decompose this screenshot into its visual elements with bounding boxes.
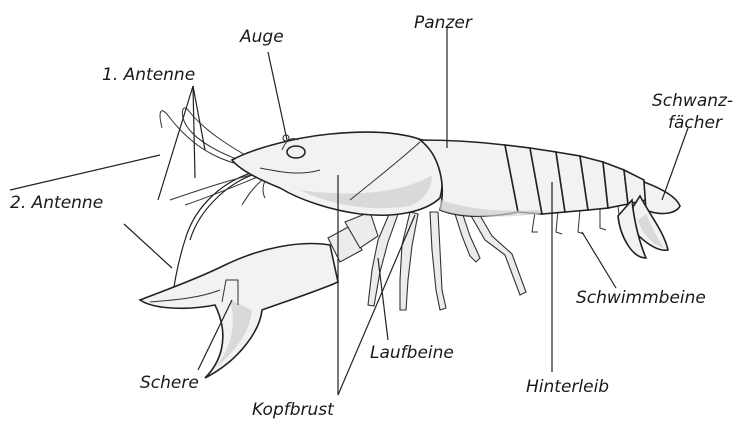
label-antenne-1: 1. Antenne bbox=[102, 65, 195, 85]
label-auge: Auge bbox=[239, 27, 284, 47]
label-laufbeine: Laufbeine bbox=[370, 343, 454, 363]
label-faecher: fächer bbox=[668, 113, 723, 133]
abdomen bbox=[420, 140, 646, 217]
walking-legs bbox=[368, 212, 526, 310]
claw bbox=[140, 212, 378, 378]
label-kopfbrust: Kopfbrust bbox=[252, 400, 335, 420]
label-hinterleib: Hinterleib bbox=[526, 377, 609, 397]
label-antenne-2: 2. Antenne bbox=[10, 193, 103, 213]
label-schwimmbeine: Schwimmbeine bbox=[576, 288, 706, 308]
crayfish bbox=[140, 108, 680, 378]
label-panzer: Panzer bbox=[414, 13, 473, 33]
label-schere: Schere bbox=[140, 373, 199, 393]
label-schwanz: Schwanz- bbox=[652, 91, 733, 111]
